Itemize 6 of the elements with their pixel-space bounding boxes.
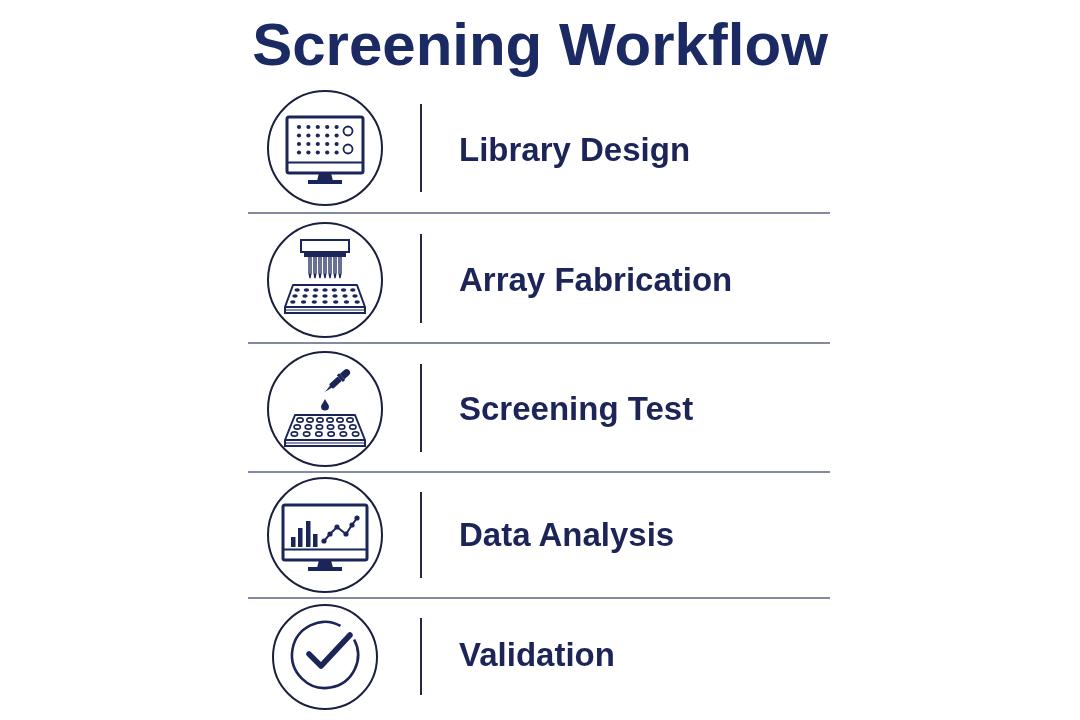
step-label: Library Design bbox=[459, 130, 691, 170]
step-label: Validation bbox=[459, 635, 615, 675]
step-label: Data Analysis bbox=[459, 515, 675, 555]
step-label: Screening Test bbox=[459, 389, 694, 429]
step-label: Array Fabrication bbox=[459, 260, 733, 300]
diagram-title: Screening Workflow bbox=[251, 12, 829, 78]
